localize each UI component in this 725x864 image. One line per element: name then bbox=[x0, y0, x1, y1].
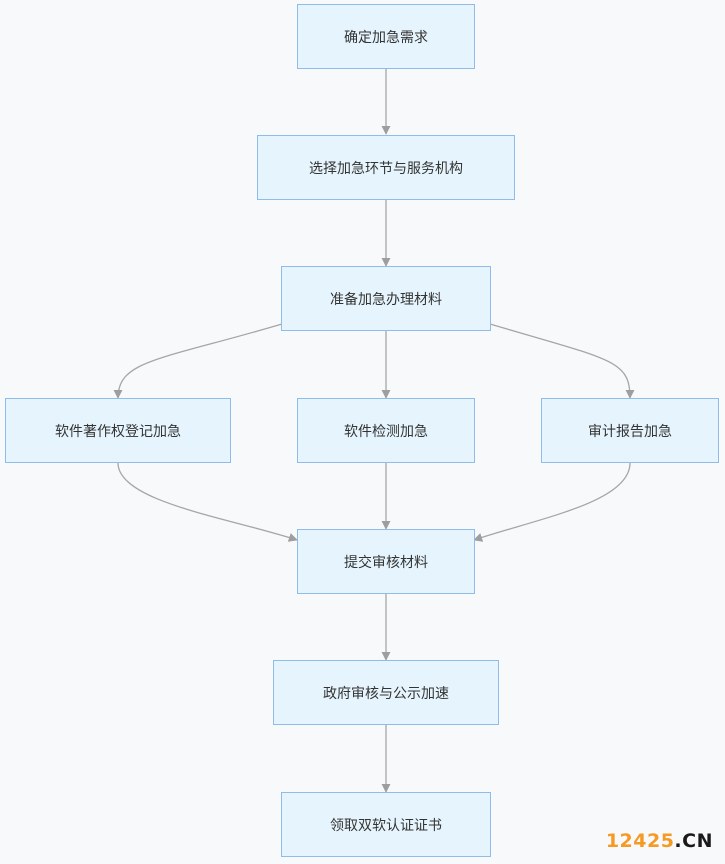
node-government-review: 政府审核与公示加速 bbox=[273, 660, 499, 725]
edge-n3-n4c bbox=[489, 323, 635, 399]
node-submit-review: 提交审核材料 bbox=[297, 529, 475, 594]
node-confirm-need: 确定加急需求 bbox=[297, 4, 475, 69]
node-collect-certificate: 领取双软认证证书 bbox=[281, 792, 491, 857]
node-copyright-expedite: 软件著作权登记加急 bbox=[5, 398, 231, 463]
watermark-number: 12425 bbox=[605, 830, 675, 852]
node-prepare-materials: 准备加急办理材料 bbox=[281, 266, 491, 331]
node-testing-expedite: 软件检测加急 bbox=[297, 398, 475, 463]
node-select-service: 选择加急环节与服务机构 bbox=[257, 135, 515, 200]
edge-n4c-n5 bbox=[473, 462, 631, 542]
node-audit-expedite: 审计报告加急 bbox=[541, 398, 719, 463]
site-watermark: 12425.CN bbox=[606, 830, 713, 852]
edge-n3-n4a bbox=[113, 323, 283, 399]
edge-n4a-n5 bbox=[117, 462, 298, 542]
watermark-domain: .CN bbox=[674, 830, 713, 852]
